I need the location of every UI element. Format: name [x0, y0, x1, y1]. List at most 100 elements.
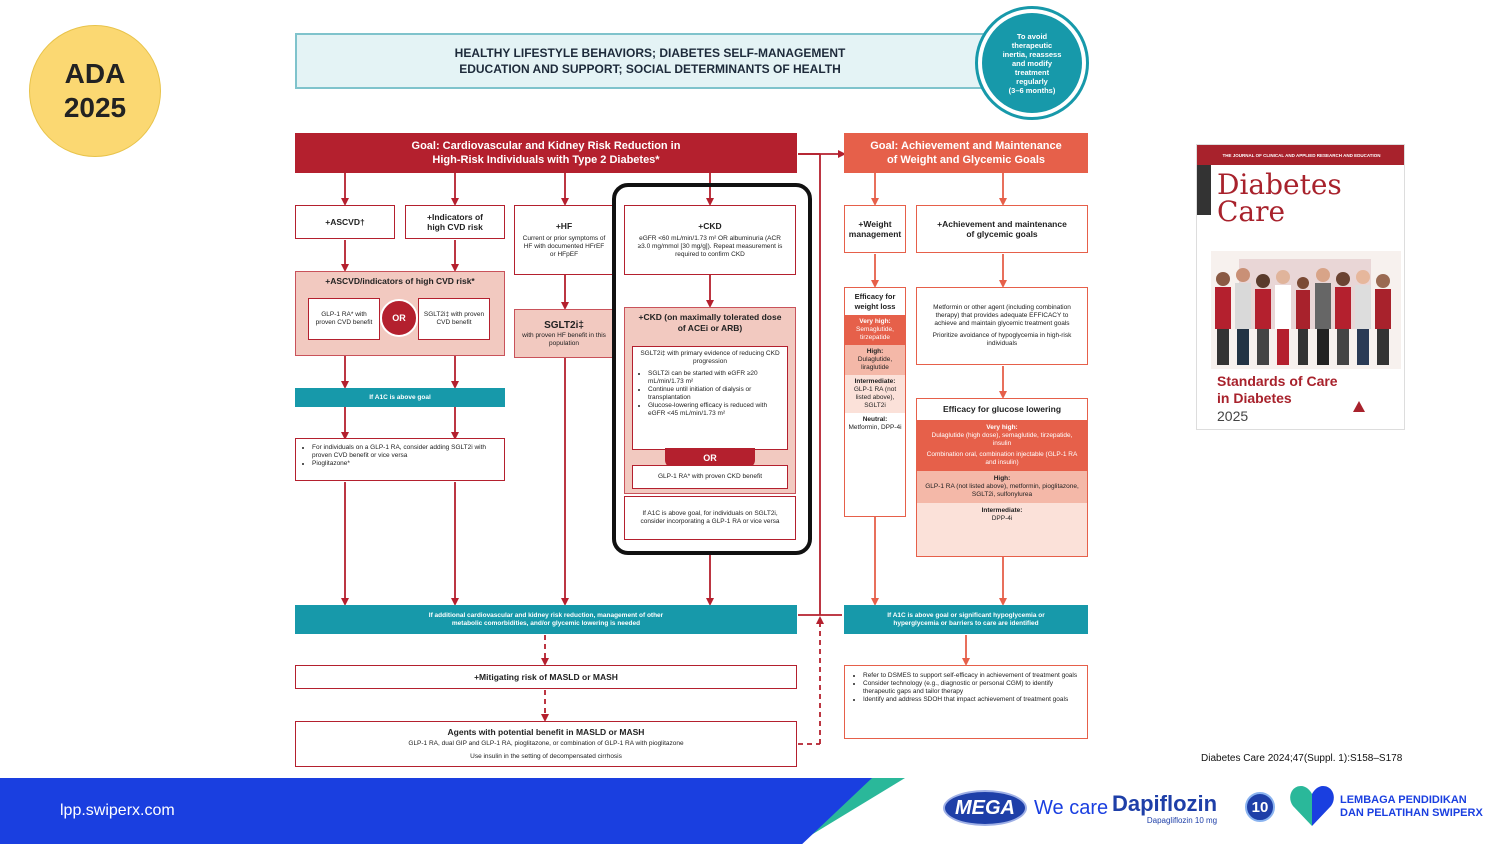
hypo-line1: If A1C is above goal or significant hypo…: [887, 611, 1045, 619]
left-option-item: For individuals on a GLP-1 RA, consider …: [312, 444, 498, 460]
additional-risk-bar: If additional cardiovascular and kidney …: [295, 605, 797, 634]
lembaga-text: LEMBAGA PENDIDIKAN DAN PELATIHAN SWIPERX: [1340, 794, 1483, 820]
masld-agents-line2: Use insulin in the setting of decompensa…: [470, 752, 622, 760]
journal-left-stripe: [1197, 165, 1211, 215]
journal-header-text: THE JOURNAL OF CLINICAL AND APPLIED RESE…: [1222, 152, 1381, 158]
badge-line2: 2025: [63, 92, 127, 123]
or-ckd-text: OR: [703, 453, 717, 463]
high-cvd-risk-box: +Indicators of high CVD risk: [405, 205, 505, 239]
swiperx-heart-icon: [1290, 786, 1334, 826]
eff-weight-neutral: Neutral: Metformin, DPP-4i: [845, 413, 905, 435]
sglt2-hf-box: SGLT2i‡ with proven HF benefit in this p…: [514, 309, 614, 358]
or-cvd-text: OR: [392, 313, 406, 323]
weight-mgmt-line1: +Weight: [858, 218, 892, 229]
footer-url[interactable]: lpp.swiperx.com: [60, 802, 175, 819]
masld-agents-box: Agents with potential benefit in MASLD o…: [295, 721, 797, 767]
journal-cover: THE JOURNAL OF CLINICAL AND APPLIED RESE…: [1196, 144, 1405, 430]
ckd-box: +CKD eGFR <60 mL/min/1.73 m² OR albuminu…: [624, 205, 796, 275]
eff-glucose-title: Efficacy for glucose lowering: [942, 404, 1062, 414]
hf-text: Current or prior symptoms of HF with doc…: [522, 234, 606, 258]
journal-subtitle2: in Diabetes: [1217, 390, 1292, 406]
journal-subtitle: Standards of Care in Diabetes: [1217, 373, 1338, 407]
sglt2-hf-text: with proven HF benefit in this populatio…: [522, 332, 606, 347]
eff-weight-inter-label: Intermediate:: [854, 378, 896, 385]
ckd-glp1-text: GLP-1 RA* with proven CKD benefit: [657, 473, 763, 480]
efficacy-glucose-box: Efficacy for glucose lowering Very high:…: [916, 398, 1088, 557]
eff-glucose-inter-label: Intermediate:: [981, 506, 1023, 514]
reassess-l5: treatment: [1014, 67, 1050, 77]
eff-weight-very-high: Very high: Semaglutide, tirzepatide: [845, 315, 905, 345]
eff-glucose-intermediate: Intermediate: DPP-4i: [917, 502, 1087, 556]
eff-weight-intermediate: Intermediate: GLP-1 RA (not listed above…: [845, 375, 905, 413]
journal-people-illustration: [1211, 251, 1401, 369]
reassess-l3: inertia, reassess: [1002, 49, 1062, 59]
metformin-p2: Prioritize avoidance of hypoglycemia in …: [932, 332, 1072, 347]
eff-glucose-combo-text: Combination oral, combination injectable…: [926, 450, 1078, 466]
weight-glycemic-goal-header: Goal: Achievement and Maintenance of Wei…: [844, 133, 1088, 173]
ckd-title: +CKD: [698, 221, 722, 232]
sglt2-cvd-text: SGLT2i‡ with proven CVD benefit: [423, 311, 485, 326]
lifestyle-banner-line1: HEALTHY LIFESTYLE BEHAVIORS; DIABETES SE…: [454, 46, 846, 60]
eff-glucose-high-label: High:: [993, 474, 1011, 482]
journal-title2: Care: [1217, 195, 1286, 228]
efficacy-weight-box: Efficacy for weight loss Very high: Sema…: [844, 287, 906, 517]
ckd-bullet: SGLT2i can be started with eGFR ≥20 mL/m…: [648, 370, 782, 386]
ckd-max-title: +CKD (on maximally tolerated dose of ACE…: [638, 312, 782, 333]
eff-weight-neutral-text: Metformin, DPP-4i: [848, 424, 902, 431]
ascvd-combined-box: +ASCVD/indicators of high CVD risk* GLP-…: [295, 271, 505, 356]
reassess-l6: regularly: [1016, 76, 1048, 86]
mega-logo-text: MEGA: [955, 796, 1015, 819]
journal-title1: Diabetes: [1217, 168, 1342, 201]
journal-title: Diabetes Care: [1217, 168, 1342, 228]
sglt2-hf-title: SGLT2i‡: [544, 320, 584, 331]
a1c-above-goal-text: If A1C is above goal: [369, 393, 431, 401]
wg-goal-line1: Goal: Achievement and Maintenance: [870, 140, 1062, 152]
left-options-box: For individuals on a GLP-1 RA, consider …: [295, 438, 505, 481]
dose-10-text: 10: [1251, 798, 1269, 816]
badge-line1: ADA: [64, 58, 126, 89]
hf-box: +HF Current or prior symptoms of HF with…: [514, 205, 614, 275]
cv-kidney-goal-header: Goal: Cardiovascular and Kidney Risk Red…: [295, 133, 797, 173]
ckd-a1c-note-box: If A1C is above goal, for individuals on…: [624, 496, 796, 540]
eff-weight-very-high-label: Very high:: [859, 318, 891, 325]
hypo-line2: hyperglycemia or barriers to care are id…: [893, 619, 1039, 627]
eff-glucose-very-high: Very high: Dulaglutide (high dose), sema…: [917, 419, 1087, 471]
ascvd-label: +ASCVD†: [325, 216, 365, 227]
mega-logo: MEGA: [943, 790, 1027, 826]
ckd-a1c-note: If A1C is above goal, for individuals on…: [640, 510, 780, 525]
ckd-max-tolerated-box: +CKD (on maximally tolerated dose of ACE…: [624, 307, 796, 494]
eff-weight-inter-text: GLP-1 RA (not listed above), SGLT2i: [853, 386, 897, 409]
masld-agents-line1: GLP-1 RA, dual GIP and GLP-1 RA, pioglit…: [408, 739, 684, 747]
eff-weight-very-high-text: Semaglutide, tirzepatide: [856, 326, 894, 341]
lembaga-line1: LEMBAGA PENDIDIKAN: [1340, 794, 1467, 806]
cv-goal-line2: High-Risk Individuals with Type 2 Diabet…: [432, 154, 660, 166]
dsmes-box: Refer to DSMES to support self-efficacy …: [844, 665, 1088, 739]
weight-management-box: +Weight management: [844, 205, 906, 253]
journal-year: 2025: [1217, 408, 1249, 424]
reassess-l2: therapeutic: [1011, 40, 1053, 50]
journal-subtitle1: Standards of Care: [1217, 373, 1338, 389]
ckd-bullet: Glucose-lowering efficacy is reduced wit…: [648, 402, 782, 418]
reassess-l1: To avoid: [1016, 31, 1048, 41]
eff-weight-high: High: Dulaglutide, liraglutide: [845, 345, 905, 375]
eff-glucose-inter-text: DPP-4i: [991, 514, 1013, 522]
glycemic-line1: +Achievement and maintenance: [937, 218, 1067, 229]
cv-goal-line1: Goal: Cardiovascular and Kidney Risk Red…: [411, 140, 681, 152]
glp1-cvd-box: GLP-1 RA* with proven CVD benefit: [308, 298, 380, 340]
eff-weight-high-text: Dulaglutide, liraglutide: [857, 356, 893, 371]
glycemic-goals-box: +Achievement and maintenance of glycemic…: [916, 205, 1088, 253]
eff-glucose-very-high-text: Dulaglutide (high dose), semaglutide, ti…: [931, 431, 1073, 447]
dsmes-item: Refer to DSMES to support self-efficacy …: [863, 672, 1079, 680]
reassess-l7: (3–6 months): [1008, 85, 1056, 95]
ascvd-box: +ASCVD†: [295, 205, 395, 239]
eff-glucose-very-high-label: Very high:: [986, 423, 1018, 431]
eff-weight-title: Efficacy for weight loss: [854, 292, 896, 311]
eff-glucose-high: High: GLP-1 RA (not listed above), metfo…: [917, 470, 1087, 503]
hf-title: +HF: [555, 221, 573, 232]
eff-weight-neutral-label: Neutral:: [862, 416, 888, 423]
journal-header-band: THE JOURNAL OF CLINICAL AND APPLIED RESE…: [1197, 145, 1404, 165]
lembaga-line2: DAN PELATIHAN SWIPERX: [1340, 807, 1483, 819]
ada-badge: ADA 2025: [29, 25, 161, 157]
we-care-text: We care: [1034, 797, 1109, 819]
